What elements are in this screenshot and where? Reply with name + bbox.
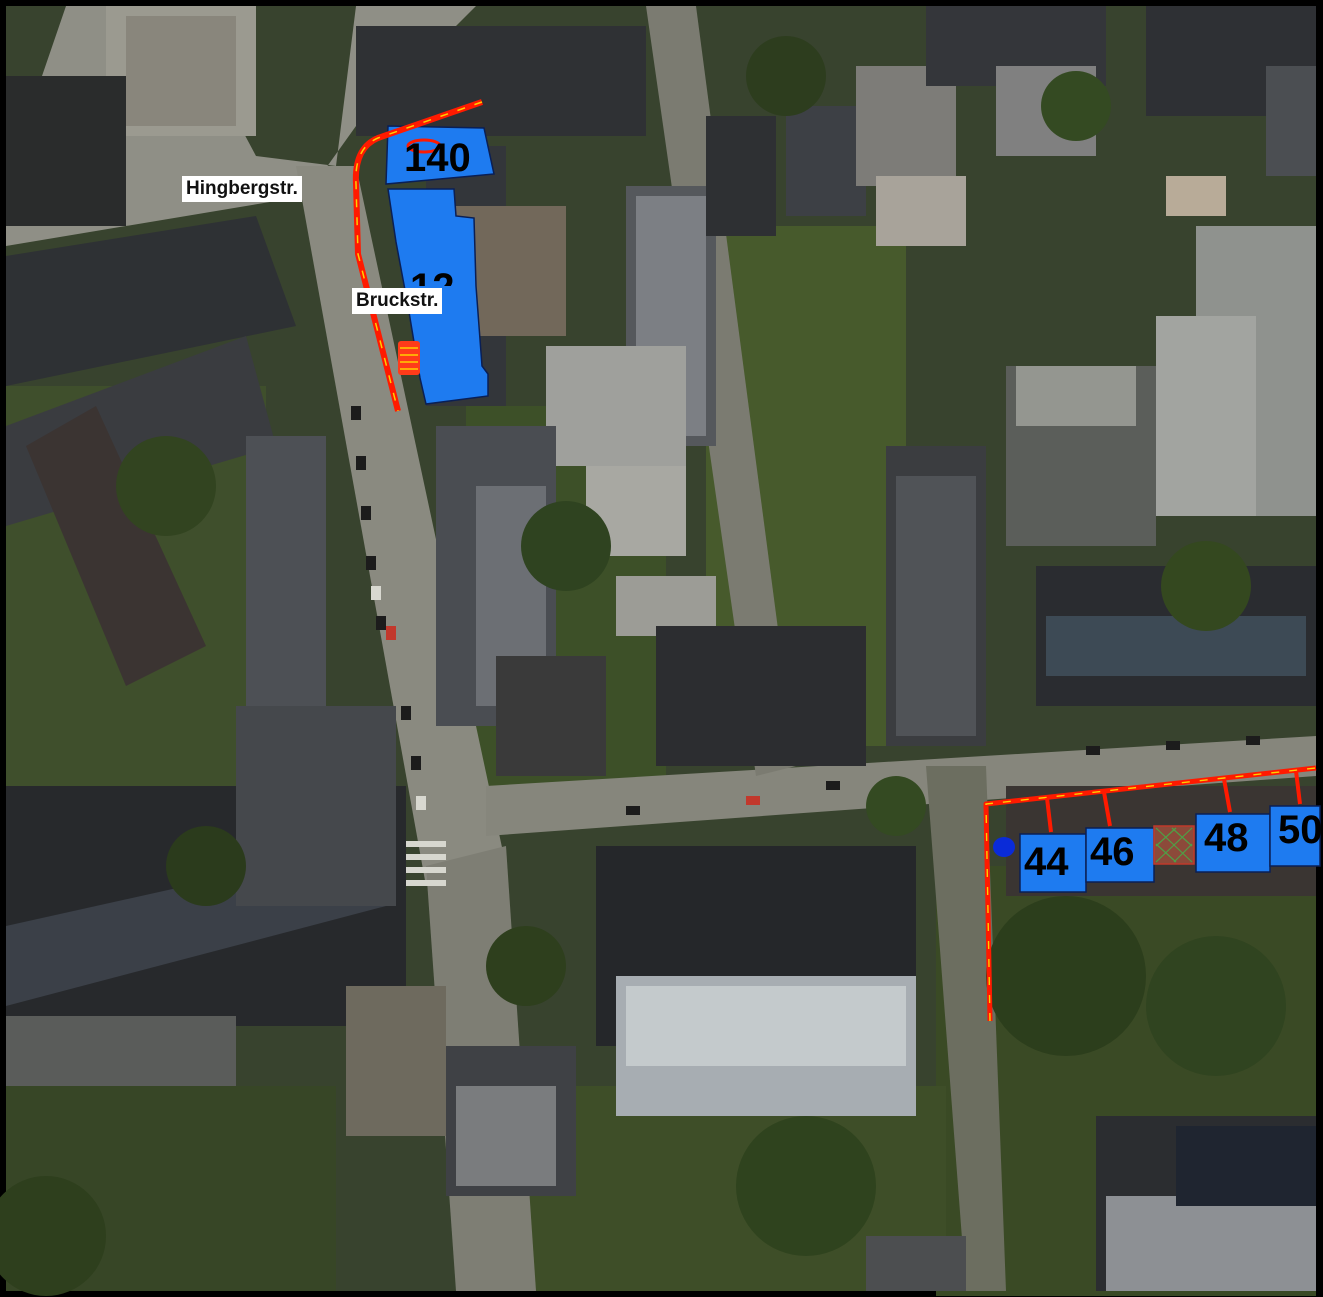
house-number-46: 46 — [1090, 830, 1135, 874]
house-number-140: 140 — [404, 136, 471, 180]
aerial-map[interactable]: 140 12 44 46 48 50 Hingbergstr. Bruckstr… — [0, 6, 1323, 1296]
vacant-hatch — [1155, 827, 1193, 863]
connection-point-marker[interactable] — [993, 837, 1015, 857]
parcel-48[interactable] — [1195, 813, 1271, 873]
pipeline-bruckstr[interactable] — [352, 99, 483, 412]
house-number-50: 50 — [1278, 808, 1323, 852]
pipeline-main-street[interactable] — [983, 765, 1317, 1022]
parcel-46[interactable] — [1085, 827, 1155, 883]
parcel-50[interactable] — [1269, 805, 1321, 867]
house-number-44: 44 — [1024, 840, 1069, 884]
street-label-bruckstr: Bruckstr. — [352, 288, 443, 314]
street-label-hingbergstr: Hingbergstr. — [182, 176, 302, 202]
house-number-partial: 12 — [410, 268, 455, 286]
parcel-44[interactable] — [1019, 833, 1087, 893]
house-number-48: 48 — [1204, 816, 1249, 860]
aerial-imagery — [0, 6, 1316, 1296]
